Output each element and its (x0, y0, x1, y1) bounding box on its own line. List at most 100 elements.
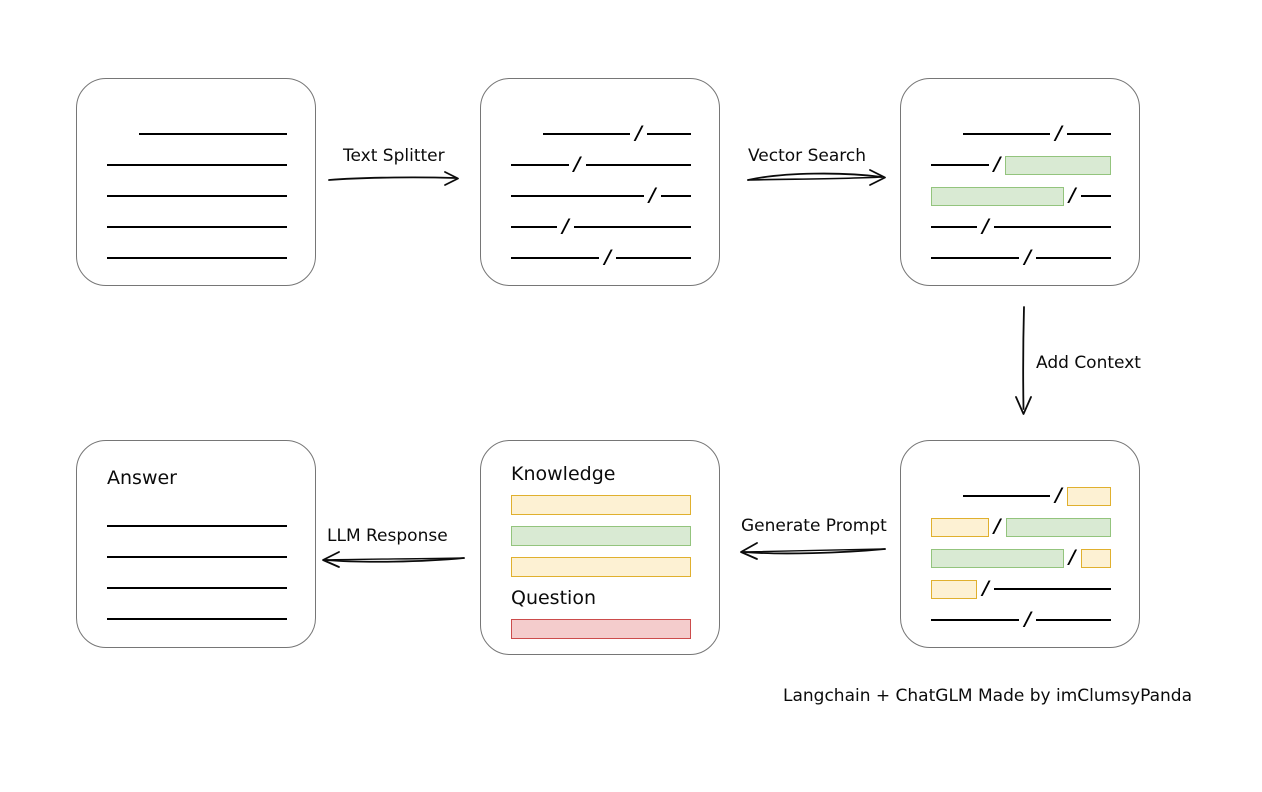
text-line-segment (1080, 195, 1111, 197)
chunk-separator-slash: / (1068, 545, 1076, 568)
answer-title: Answer (107, 467, 177, 489)
arrow-label-text-splitter: Text Splitter (343, 146, 445, 166)
text-line-segment (107, 587, 287, 589)
knowledge-bars (511, 495, 691, 577)
row-gap (931, 538, 1111, 547)
row-gap (931, 207, 1111, 216)
row-gap (107, 568, 287, 577)
arrow-label-generate-prompt: Generate Prompt (741, 516, 887, 536)
chunk-separator-slash: / (993, 514, 1001, 537)
chunk-separator-slash: / (1054, 483, 1062, 506)
text-line-segment (1036, 619, 1111, 621)
question-label: Question (511, 587, 596, 609)
card-split-chunks[interactable]: / / / / / (480, 78, 720, 286)
text-line-segment (931, 619, 1020, 621)
highlighted-chunk-green[interactable] (1005, 517, 1111, 537)
card-prompt[interactable]: Knowledge Question (480, 440, 720, 655)
highlighted-chunk-green[interactable] (931, 548, 1064, 568)
text-line-row: / (511, 247, 691, 269)
row-gap (107, 207, 287, 216)
text-line-row: / (511, 185, 691, 207)
text-line-row: / (931, 154, 1111, 176)
arrow-label-add-context: Add Context (1036, 353, 1141, 373)
text-line-row: / (511, 154, 691, 176)
text-line-segment (511, 226, 558, 228)
text-line-segment (107, 226, 287, 228)
text-line-segment (511, 164, 569, 166)
text-line-row: / (931, 485, 1111, 507)
row-gap (931, 176, 1111, 185)
chunk-separator-slash: / (982, 214, 989, 237)
chunk-separator-slash: / (1024, 607, 1032, 630)
text-line-segment (616, 257, 691, 259)
text-line-segment (931, 164, 989, 166)
chunk-separator-slash: / (648, 183, 656, 206)
card-matched-chunks[interactable]: ///// (900, 78, 1140, 286)
knowledge-label: Knowledge (511, 463, 616, 485)
row-gap (931, 507, 1111, 516)
row-gap (511, 176, 691, 185)
text-line-segment (585, 164, 691, 166)
arrow-add-context (1015, 306, 1032, 415)
text-line-segment (107, 164, 287, 166)
text-line-row: / (931, 578, 1111, 600)
highlighted-chunk-green[interactable] (1005, 155, 1111, 175)
text-line-segment (994, 588, 1111, 590)
highlighted-chunk-yellow[interactable] (1066, 486, 1111, 506)
text-line-row (107, 546, 287, 568)
row-gap (107, 599, 287, 608)
text-line-segment (511, 195, 644, 197)
text-line-segment (993, 226, 1111, 228)
highlighted-chunk-yellow[interactable] (1080, 548, 1111, 568)
bar-gap (511, 515, 691, 526)
arrow-generate-prompt (740, 542, 886, 560)
prompt-bar-yellow[interactable] (511, 495, 691, 515)
text-line-segment (1036, 257, 1111, 259)
text-line-segment (543, 133, 631, 135)
row-gap (931, 238, 1111, 247)
arrow-label-vector-search: Vector Search (748, 146, 866, 166)
text-line-segment (963, 133, 1051, 135)
row-gap (931, 600, 1111, 609)
text-line-row (107, 185, 287, 207)
text-line-row: / (511, 123, 691, 145)
text-line-row: / (931, 516, 1111, 538)
chunk-separator-slash: / (993, 152, 1001, 175)
arrow-vector-search (747, 169, 886, 186)
highlighted-chunk-yellow[interactable] (931, 517, 989, 537)
chunk-separator-slash: / (1055, 121, 1063, 144)
text-line-segment (660, 195, 691, 197)
highlighted-chunk-yellow[interactable] (931, 579, 978, 599)
prompt-bar-green[interactable] (511, 526, 691, 546)
row-gap (107, 176, 287, 185)
card-source-document[interactable] (76, 78, 316, 286)
matched-chunks-rows: ///// (931, 123, 1111, 269)
chunk-separator-slash: / (573, 152, 581, 175)
source-document-rows (107, 123, 287, 269)
highlighted-chunk-green[interactable] (931, 186, 1064, 206)
text-line-segment (107, 618, 287, 620)
text-line-segment (963, 495, 1050, 497)
context-chunks-rows: / / / / / (931, 485, 1111, 631)
text-line-row (107, 577, 287, 599)
text-line-row (107, 515, 287, 537)
bar-gap (511, 546, 691, 557)
row-gap (511, 145, 691, 154)
text-line-row (107, 154, 287, 176)
prompt-bar-red[interactable] (511, 619, 691, 639)
text-line-segment (931, 226, 978, 228)
text-line-row: / (931, 247, 1111, 269)
footer-credit: Langchain + ChatGLM Made by imClumsyPand… (783, 686, 1192, 706)
chunk-separator-slash: / (635, 121, 643, 144)
arrow-text-splitter (328, 171, 459, 186)
card-answer[interactable]: Answer (76, 440, 316, 648)
prompt-bar-yellow[interactable] (511, 557, 691, 577)
row-gap (511, 207, 691, 216)
text-line-row (107, 247, 287, 269)
text-line-row: / (511, 216, 691, 238)
chunk-separator-slash: / (1024, 245, 1032, 268)
card-context-chunks[interactable]: / / / / / (900, 440, 1140, 648)
text-line-segment (107, 257, 287, 259)
answer-rows (107, 515, 287, 630)
text-line-row (107, 216, 287, 238)
